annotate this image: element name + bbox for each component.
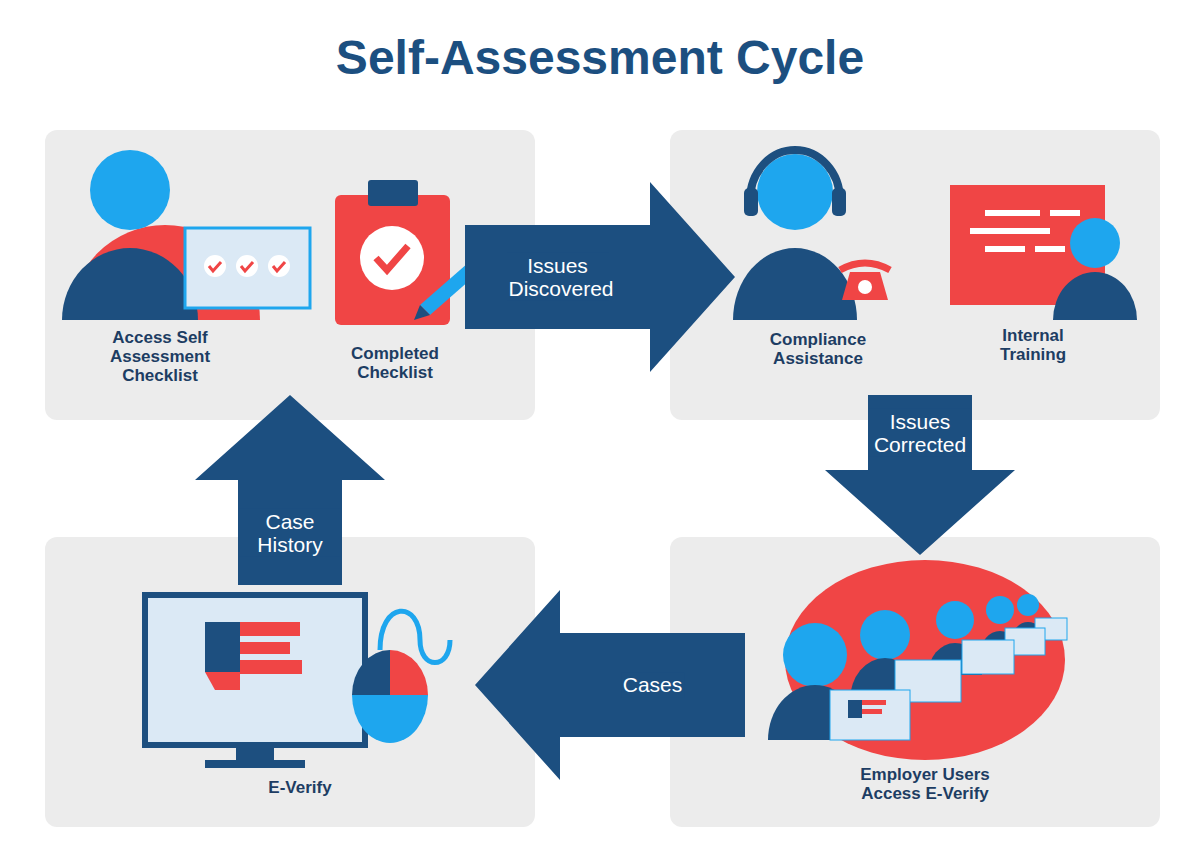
panel (670, 130, 1160, 420)
step-label: E-Verify (240, 778, 360, 797)
computer (145, 595, 450, 768)
arrow-label: Cases (621, 672, 685, 697)
training-screen (1035, 246, 1065, 252)
users-group (1017, 594, 1039, 616)
training-screen (1053, 272, 1137, 320)
users-group (986, 596, 1014, 624)
diagram-title: Self-Assessment Cycle (0, 30, 1200, 85)
user-at-computer (90, 150, 170, 230)
training-screen (1070, 218, 1120, 268)
step-label: Compliance Assistance (758, 330, 878, 368)
users-group (860, 610, 910, 660)
illustrated-step: Employer Users Access E-Verify (750, 560, 1110, 810)
users-group (862, 700, 886, 705)
user-at-computer (273, 262, 285, 271)
support-agent (842, 272, 888, 300)
support-agent (840, 263, 890, 270)
user-at-computer (241, 262, 253, 271)
clipboard (376, 246, 408, 270)
user-at-computer (236, 255, 258, 277)
users-group (830, 690, 910, 740)
clipboard (414, 305, 430, 320)
user-at-computer (204, 255, 226, 277)
support-agent (750, 150, 840, 200)
illustrated-step: E-Verify (140, 590, 470, 805)
block-arrow (475, 590, 745, 780)
computer (240, 642, 290, 654)
computer (236, 748, 274, 762)
support-agent (744, 188, 758, 216)
illustrated-step: Access Self Assessment Checklist (65, 150, 315, 390)
computer (390, 650, 428, 695)
block-arrow (195, 395, 385, 585)
computer (352, 650, 390, 695)
illustrated-step: Completed Checklist (330, 150, 460, 390)
computer (352, 695, 428, 743)
computer (205, 760, 305, 768)
step-label: Completed Checklist (340, 344, 450, 382)
step-label: Employer Users Access E-Verify (845, 765, 1005, 803)
training-screen (1050, 210, 1080, 216)
computer (205, 672, 240, 690)
training-screen (970, 228, 1050, 234)
support-agent (733, 248, 857, 320)
users-group (862, 709, 882, 714)
clipboard (360, 226, 424, 290)
user-at-computer (209, 262, 221, 271)
users-group (783, 623, 847, 687)
training-screen (985, 210, 1040, 216)
illustrated-step: Internal Training (900, 150, 1150, 390)
panel (45, 130, 535, 420)
support-agent (832, 188, 846, 216)
training-screen (950, 185, 1137, 320)
user-at-computer (185, 228, 310, 308)
computer (145, 595, 365, 745)
users-group (848, 700, 862, 718)
user-at-computer (62, 150, 310, 320)
block-arrow (465, 182, 735, 372)
illustrated-step: Compliance Assistance (740, 150, 890, 390)
step-label: Internal Training (973, 326, 1093, 364)
users-group (962, 640, 1014, 674)
training-screen (985, 246, 1025, 252)
step-label: Access Self Assessment Checklist (90, 328, 230, 385)
arrow-label: Issues Corrected (869, 408, 971, 456)
support-agent (757, 154, 833, 230)
users-group (936, 601, 974, 639)
computer (240, 660, 302, 674)
support-agent (858, 280, 872, 294)
arrow-label: Issues Discovered (507, 253, 609, 301)
block-arrow (825, 395, 1015, 555)
support-agent (733, 150, 890, 320)
user-at-computer (62, 248, 198, 320)
panel (45, 130, 1160, 827)
arrow-label: Case History (239, 508, 341, 556)
computer (205, 622, 240, 672)
clipboard (368, 180, 418, 206)
user-at-computer (268, 255, 290, 277)
computer (240, 622, 300, 636)
users-group (768, 560, 1067, 760)
